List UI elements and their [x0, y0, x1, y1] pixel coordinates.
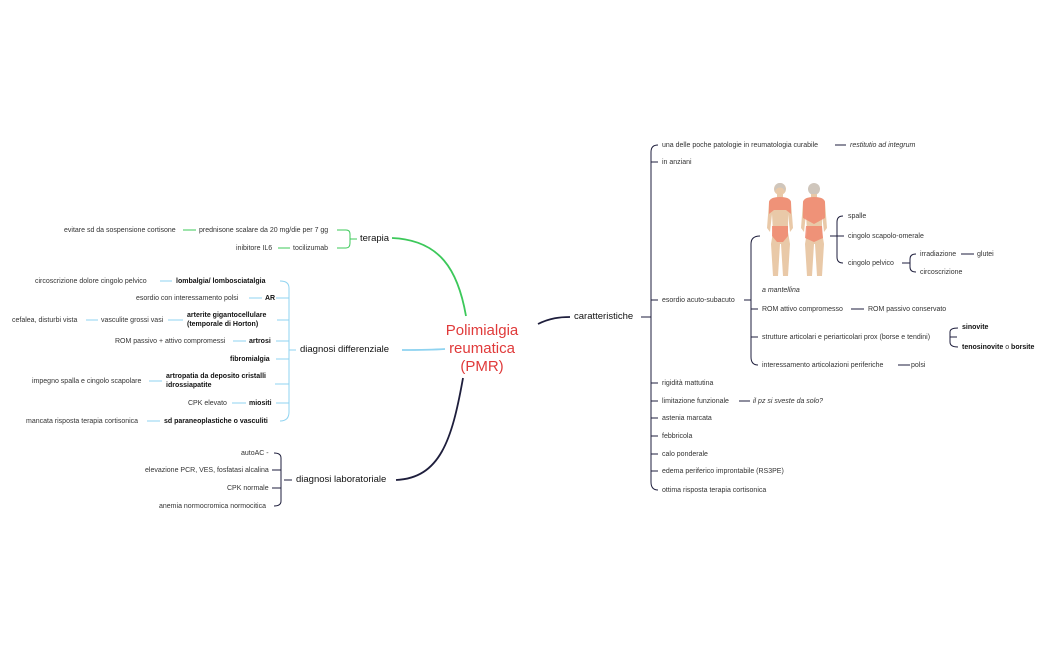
- car-astenia[interactable]: astenia marcata: [662, 415, 712, 422]
- back-figure: [801, 183, 827, 276]
- strutture-sinovite[interactable]: sinovite: [962, 324, 989, 331]
- connector-diagnosi-differenziale: [401, 348, 446, 351]
- terapia-prednisone[interactable]: prednisone scalare da 20 mg/die per 7 gg: [199, 227, 329, 234]
- dd-artropatia-line2: idrossiapatite: [166, 382, 212, 389]
- strutture-tenosinovite-borsite[interactable]: tenosinovite o borsite: [962, 343, 1034, 352]
- dd-artropatia-note[interactable]: impegno spalla e cingolo scapolare: [32, 378, 142, 385]
- sede-cingolo-scapolo[interactable]: cingolo scapolo-omerale: [848, 233, 924, 240]
- dd-fibromialgia[interactable]: fibromialgia: [230, 356, 270, 363]
- sede-circoscrizione[interactable]: circoscrizione: [920, 269, 963, 276]
- connector-terapia: [391, 237, 467, 317]
- dd-lombalgia-note[interactable]: circoscrizione dolore cingolo pelvico: [35, 278, 147, 285]
- car-limitazione[interactable]: limitazione funzionale: [662, 398, 729, 405]
- esordio-rom[interactable]: ROM attivo compromesso: [762, 306, 843, 313]
- esordio-periferiche-note[interactable]: polsi: [911, 362, 926, 369]
- central-title-line3: (PMR): [460, 358, 504, 375]
- sede-cingolo-pelvico[interactable]: cingolo pelvico: [848, 260, 894, 267]
- strutture-tenosinovite: tenosinovite: [962, 344, 1004, 351]
- sede-glutei[interactable]: glutei: [977, 251, 994, 258]
- dd-arterite-line1: arterite gigantocellulare: [187, 312, 267, 319]
- car-risposta[interactable]: ottima risposta terapia cortisonica: [662, 487, 767, 494]
- dd-artrosi-note[interactable]: ROM passivo + attivo compromessi: [115, 338, 226, 345]
- car-calo[interactable]: calo ponderale: [662, 451, 708, 458]
- car-anziani[interactable]: in anziani: [662, 159, 692, 166]
- dd-miositi-note[interactable]: CPK elevato: [188, 400, 227, 407]
- central-title-line1: Polimialgia: [445, 322, 519, 339]
- dd-artropatia[interactable]: artropatia da deposito cristalli idrossi…: [166, 372, 266, 390]
- central-topic[interactable]: Polimialgia reumatica (PMR): [420, 322, 544, 376]
- sede-spalle[interactable]: spalle: [848, 213, 867, 220]
- strutture-borsite: borsite: [1011, 344, 1035, 351]
- car-limitazione-note[interactable]: il pz si sveste da solo?: [753, 398, 824, 405]
- dd-artrosi[interactable]: artrosi: [249, 338, 271, 345]
- terapia-tocilizumab-note[interactable]: inibitore IL6: [236, 245, 273, 252]
- car-rigidita[interactable]: rigidità mattutina: [662, 380, 714, 387]
- dd-arterite[interactable]: arterite gigantocellulare (temporale di …: [187, 311, 266, 329]
- lab-pcr[interactable]: elevazione PCR, VES, fosfatasi alcalina: [145, 467, 269, 474]
- car-curabile-note[interactable]: restitutio ad integrum: [850, 142, 916, 149]
- lab-autoac[interactable]: autoAC -: [241, 450, 269, 457]
- dd-miositi[interactable]: miositi: [249, 400, 272, 407]
- dd-arterite-note[interactable]: vasculite grossi vasi: [101, 317, 164, 324]
- esordio-image-caption: a mantellina: [762, 287, 800, 294]
- dd-paraneoplastiche[interactable]: sd paraneoplastiche o vasculiti: [164, 418, 268, 425]
- branch-diagnosi-laboratoriale[interactable]: diagnosi laboratoriale: [296, 474, 387, 485]
- esordio-periferiche[interactable]: interessamento articolazioni periferiche: [762, 362, 884, 369]
- dd-lombalgia[interactable]: lombalgia/ lombosciatalgia: [176, 278, 266, 285]
- terapia-tocilizumab[interactable]: tocilizumab: [293, 245, 329, 252]
- esordio-rom-note[interactable]: ROM passivo conservato: [868, 306, 947, 313]
- lab-anemia[interactable]: anemia normocromica normocitica: [159, 503, 266, 510]
- branch-caratteristiche[interactable]: caratteristiche: [574, 311, 634, 322]
- dd-ar[interactable]: AR: [265, 295, 276, 302]
- car-edema[interactable]: edema periferico improntabile (RS3PE): [662, 468, 784, 475]
- front-figure: [767, 183, 793, 276]
- connector-caratteristiche: [537, 316, 571, 325]
- connector-diagnosi-laboratoriale: [395, 377, 464, 481]
- dd-arterite-subnote[interactable]: cefalea, disturbi vista: [12, 317, 78, 324]
- branch-terapia[interactable]: terapia: [360, 233, 390, 244]
- lab-cpk[interactable]: CPK normale: [227, 485, 269, 492]
- car-febbricola[interactable]: febbricola: [662, 433, 693, 440]
- branch-diagnosi-differenziale[interactable]: diagnosi differenziale: [300, 344, 390, 355]
- dd-artropatia-line1: artropatia da deposito cristalli: [166, 373, 266, 380]
- sede-irradiazione[interactable]: irradiazione: [920, 251, 957, 258]
- strutture-or: o: [1005, 344, 1010, 351]
- central-title-line2: reumatica: [449, 340, 515, 357]
- dd-arterite-line2: (temporale di Horton): [187, 321, 259, 328]
- dd-paraneoplastiche-note[interactable]: mancata risposta terapia cortisonica: [26, 418, 139, 425]
- dd-ar-note[interactable]: esordio con interessamento polsi: [136, 295, 239, 302]
- car-esordio[interactable]: esordio acuto-subacuto: [662, 297, 735, 304]
- car-curabile[interactable]: una delle poche patologie in reumatologi…: [662, 142, 819, 149]
- esordio-strutture[interactable]: strutture articolari e periarticolari pr…: [762, 334, 931, 341]
- terapia-prednisone-note[interactable]: evitare sd da sospensione cortisone: [64, 227, 176, 234]
- body-pain-distribution-image: [767, 183, 827, 276]
